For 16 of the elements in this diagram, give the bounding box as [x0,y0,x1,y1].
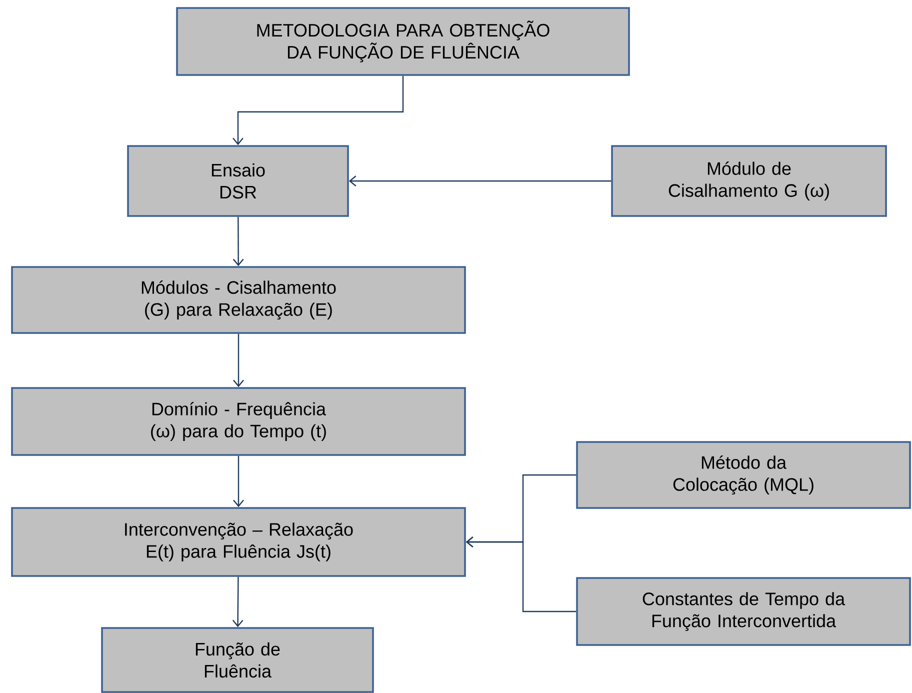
arrow [348,176,612,186]
process-box: METODOLOGIA PARA OBTENÇÃO DA FUNÇÃO DE FLUÊNCIA [176,7,630,76]
process-box: Método da Colocação (MQL) [576,441,911,509]
process-box: Módulos - Cisalhamento (G) para Relaxação (E) [11,266,466,334]
process-box: Constantes de Tempo da Função Interconvertida [576,577,911,646]
process-box: Ensaio DSR [127,145,349,217]
process-box: Função de Fluência [101,627,374,693]
arrow [466,536,576,612]
arrow [232,76,404,146]
arrow [232,216,244,266]
arrow [232,576,244,628]
process-box: Interconvenção – Relaxação E(t) para Fluência Js(t) [11,507,466,577]
process-box: Módulo de Cisalhamento G (ω) [611,145,887,217]
arrow [233,334,244,388]
process-box: Domínio - Frequência (ω) para do Tempo (t) [11,387,466,456]
arrow [233,456,244,508]
